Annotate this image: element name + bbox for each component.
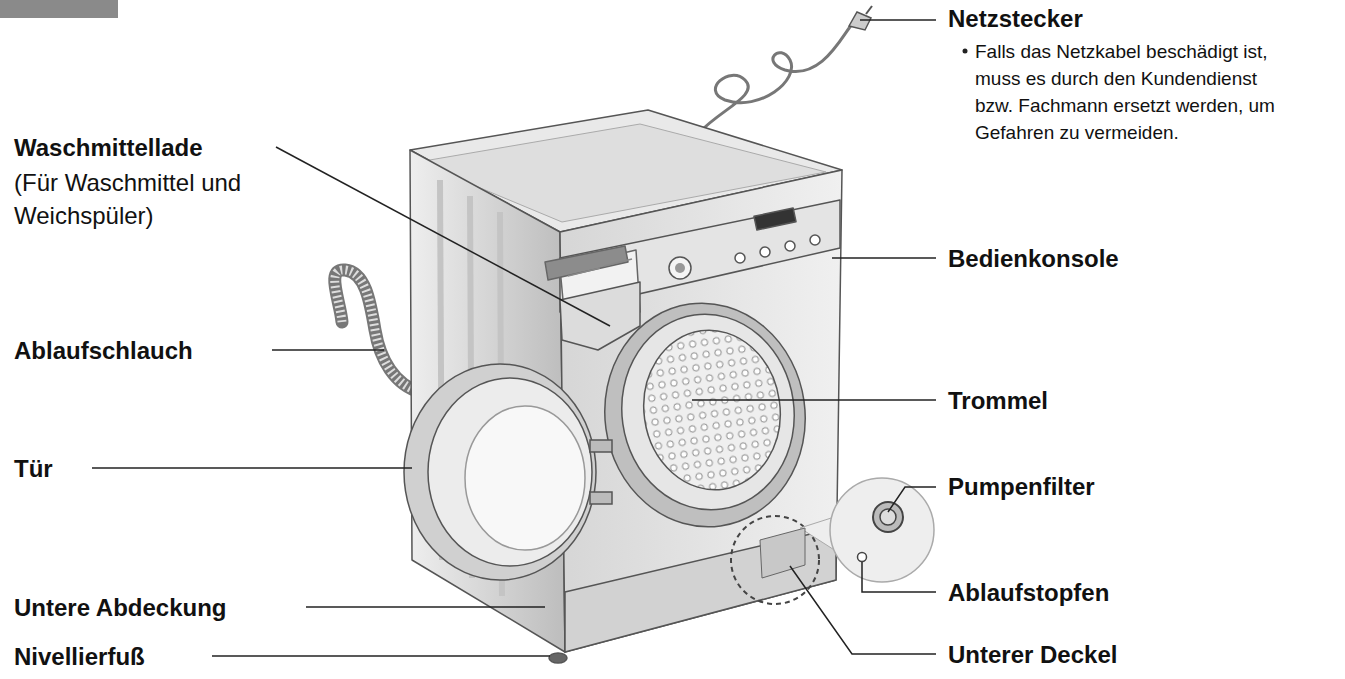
drum-opening [590, 290, 819, 540]
part-label: Untere Abdeckung [14, 593, 334, 623]
power-cable [700, 6, 872, 132]
bullet-point [963, 49, 968, 54]
door [404, 364, 612, 580]
part-label: Ablaufstopfen [948, 578, 1248, 608]
part-label: Trommel [948, 386, 1248, 416]
corner-tab [0, 0, 118, 18]
part-label: Waschmittellade [14, 133, 314, 163]
part-label: Nivellierfuß [14, 642, 274, 672]
part-label: Netzstecker [948, 4, 1248, 34]
drain-hose [335, 270, 420, 392]
machine-body [410, 110, 842, 663]
part-label: Ablaufschlauch [14, 336, 314, 366]
part-label: Bedienkonsole [948, 244, 1248, 274]
pump-zoom [731, 478, 934, 604]
part-label: Tür [14, 454, 114, 484]
leader-lines [92, 20, 936, 656]
warning-note: Falls das Netzkabel beschädigt ist, muss… [975, 38, 1280, 146]
part-label: Pumpenfilter [948, 472, 1248, 502]
part-note: (Für Waschmittel und Weichspüler) [14, 166, 264, 232]
part-label: Unterer Deckel [948, 640, 1248, 670]
